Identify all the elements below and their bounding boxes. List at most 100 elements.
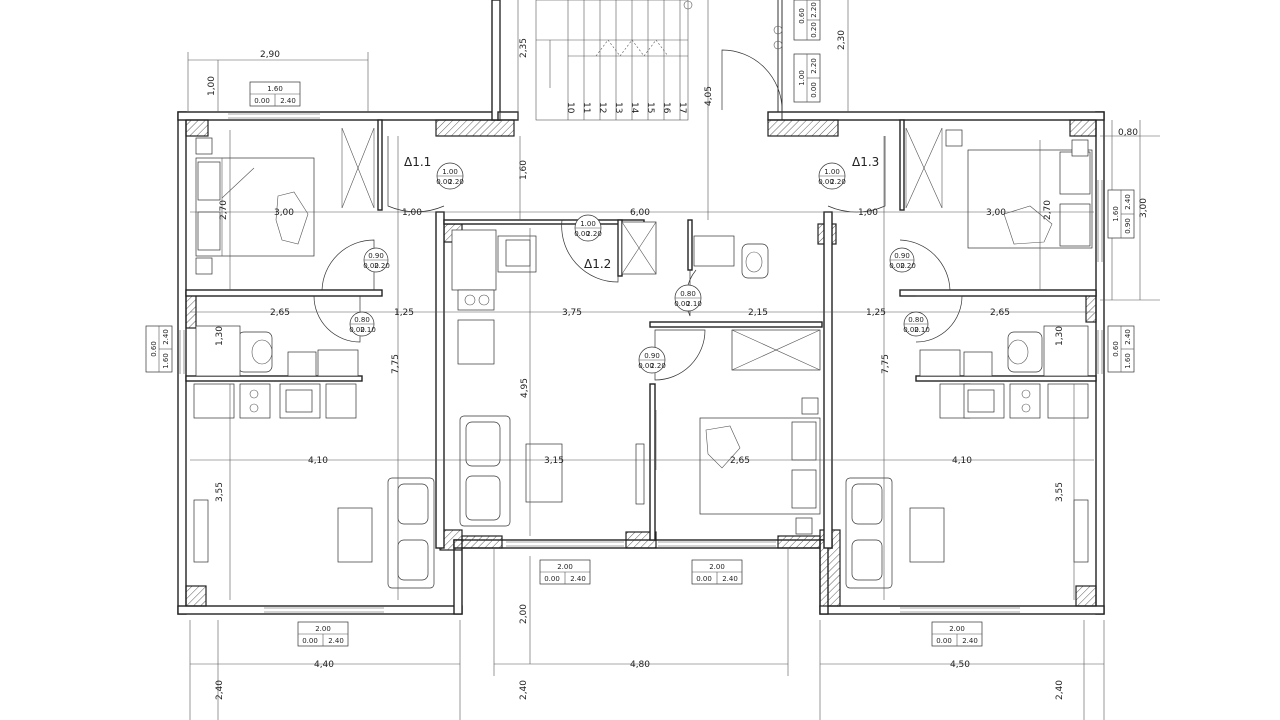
dimension-label: 2,70	[1043, 200, 1053, 220]
svg-text:1.60: 1.60	[1112, 206, 1120, 222]
door-tag: 1.00 0.00 2.20	[574, 214, 602, 242]
svg-text:2.40: 2.40	[570, 575, 586, 583]
dimension-label: 3,55	[215, 482, 225, 502]
svg-text:0.00: 0.00	[254, 97, 270, 105]
dimension-label: 1,00	[207, 76, 217, 96]
window-tag: 1.60 0.00 2.40	[249, 81, 301, 107]
dimension-label: 1,60	[519, 160, 529, 180]
dimension-label: 2,30	[837, 30, 847, 50]
door-tag: 0.90 0.00 2.20	[363, 247, 390, 273]
svg-text:2.20: 2.20	[586, 230, 602, 238]
svg-text:0.00: 0.00	[696, 575, 712, 583]
dimension-label: 2,15	[748, 308, 768, 318]
svg-text:1.60: 1.60	[1124, 353, 1132, 369]
svg-text:0.00: 0.00	[638, 362, 654, 370]
dimension-label: 4,10	[308, 456, 328, 466]
svg-text:2.40: 2.40	[162, 329, 170, 345]
dimension-label: 6,00	[630, 208, 650, 218]
svg-text:0.60: 0.60	[150, 341, 158, 357]
svg-text:0.90: 0.90	[894, 252, 910, 260]
outer-walls	[177, 0, 1105, 615]
svg-text:2.40: 2.40	[328, 637, 344, 645]
svg-text:0.80: 0.80	[354, 316, 370, 324]
svg-text:0.80: 0.80	[908, 316, 924, 324]
stair-number: 11	[581, 102, 591, 113]
dimension-label: 1,00	[402, 208, 422, 218]
svg-text:2.40: 2.40	[1124, 194, 1132, 210]
svg-text:0.90: 0.90	[368, 252, 384, 260]
dimension-label: 7,75	[391, 354, 401, 374]
dimension-label: 4,50	[950, 660, 970, 670]
dimension-label: 3,00	[274, 208, 294, 218]
dimension-label: 4,40	[314, 660, 334, 670]
svg-text:0.60: 0.60	[1112, 341, 1120, 357]
stair-number: 17	[677, 102, 687, 113]
window-tag: 0.60 1.60 2.40	[145, 325, 173, 373]
dimension-label: 4,80	[630, 660, 650, 670]
door-tag: 1.00 0.00 2.20	[436, 162, 464, 190]
window-tag: 1.60 0.90 2.40	[1107, 189, 1135, 239]
dimension-label: 7,75	[881, 354, 891, 374]
apartment-label: Δ1.2	[584, 257, 611, 271]
svg-text:2.20: 2.20	[650, 362, 666, 370]
dimension-label: 1,30	[1055, 326, 1065, 346]
dimension-label: 2,90	[260, 50, 280, 60]
dimension-label: 3,55	[1055, 482, 1065, 502]
svg-text:0.00: 0.00	[810, 82, 818, 98]
svg-text:2.20: 2.20	[374, 262, 390, 270]
dimension-label: 2,40	[215, 680, 225, 700]
dimension-label: 3,00	[986, 208, 1006, 218]
windows	[179, 113, 1103, 613]
door-tag: 0.90 0.00 2.20	[889, 247, 916, 273]
dimension-label: 1,25	[866, 308, 886, 318]
dimension-label: 3,15	[544, 456, 564, 466]
svg-text:2.40: 2.40	[1124, 329, 1132, 345]
svg-text:1.00: 1.00	[442, 168, 458, 176]
svg-text:0.80: 0.80	[680, 290, 696, 298]
dimension-label: 0,80	[1118, 128, 1138, 138]
dimension-label: 2,40	[1055, 680, 1065, 700]
svg-text:2.40: 2.40	[722, 575, 738, 583]
window-tag: 2.00 0.00 2.40	[691, 559, 743, 585]
dimension-label: 4,05	[704, 86, 714, 106]
svg-text:0.00: 0.00	[674, 300, 690, 308]
door-tag: 1.00 0.00 2.20	[818, 162, 846, 190]
dimension-label: 2,00	[519, 604, 529, 624]
door-tag: 0.80 0.00 2.10	[903, 311, 930, 337]
dimension-label: 2,70	[219, 200, 229, 220]
dimension-label: 2,65	[730, 456, 750, 466]
svg-text:2.40: 2.40	[962, 637, 978, 645]
svg-text:1.00: 1.00	[580, 220, 596, 228]
door-tag: 0.90 0.00 2.20	[638, 346, 666, 374]
dimension-label: 1,30	[215, 326, 225, 346]
door-tag: 0.80 0.00 2.10	[349, 311, 376, 337]
svg-text:2.10: 2.10	[686, 300, 702, 308]
svg-text:1.00: 1.00	[798, 70, 806, 86]
window-tag: 0.60 1.60 2.40	[1107, 325, 1135, 373]
window-tag: 0.60 0.20 2.20	[793, 0, 821, 41]
stair-number: 10	[565, 102, 575, 114]
svg-text:0.00: 0.00	[903, 326, 919, 334]
svg-text:0.00: 0.00	[349, 326, 365, 334]
vertical-window-tags: 0.60 1.60 2.40 0.60 1.60 2.40 1.60 0.90 …	[145, 0, 1135, 373]
svg-text:2.00: 2.00	[557, 563, 573, 571]
svg-text:0.90: 0.90	[1124, 218, 1132, 234]
window-tag: 2.00 0.00 2.40	[931, 621, 983, 647]
dimension-label: 1,25	[394, 308, 414, 318]
svg-text:2.20: 2.20	[810, 58, 818, 74]
svg-text:0.00: 0.00	[544, 575, 560, 583]
stair-number: 13	[613, 102, 623, 113]
svg-text:2.40: 2.40	[280, 97, 296, 105]
stair-number: 14	[629, 102, 639, 114]
svg-text:2.00: 2.00	[315, 625, 331, 633]
stair-number: 16	[661, 102, 671, 114]
stair-number: 12	[597, 102, 607, 113]
window-tag: 2.00 0.00 2.40	[297, 621, 349, 647]
dimension-label: 4,95	[520, 378, 530, 398]
apartment-label: Δ1.1	[404, 155, 431, 169]
apartment-label: Δ1.3	[852, 155, 879, 169]
door-tags: 1.00 0.00 2.20 1.00 0.00 2.20 1.00 0.00 …	[349, 162, 930, 374]
svg-text:2.20: 2.20	[448, 178, 464, 186]
dimension-label: 1,00	[858, 208, 878, 218]
